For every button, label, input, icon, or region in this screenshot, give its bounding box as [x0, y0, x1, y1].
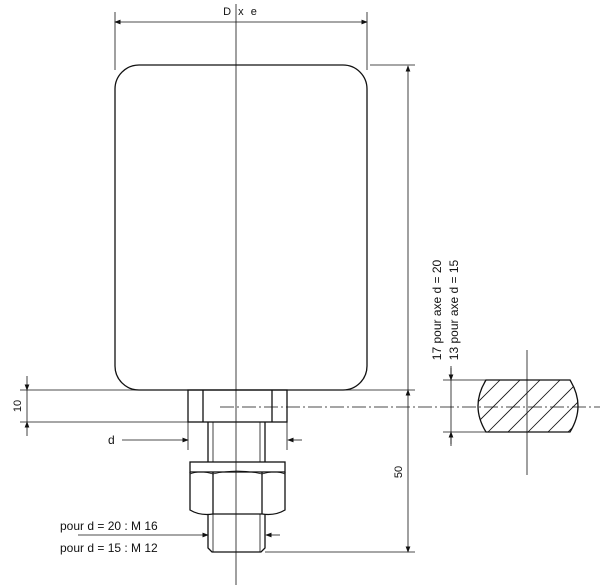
dimension-10: 10 — [12, 376, 30, 436]
thread-dimension: pour d = 20 : M 16 pour d = 15 : M 12 — [60, 519, 280, 555]
thread-label-15: pour d = 15 : M 12 — [60, 541, 158, 555]
dimension-d: d — [108, 422, 302, 450]
section-label-17: 17 pour axe d = 20 — [430, 259, 444, 360]
dimension-10-label: 10 — [12, 400, 24, 412]
dimension-50-label: 50 — [393, 466, 405, 478]
hex-nut — [189, 461, 286, 516]
shaft — [207, 422, 266, 462]
top-dimension-label: D x e — [223, 6, 259, 18]
roller-body — [114, 64, 368, 391]
dimension-d-label: d — [108, 433, 115, 447]
threaded-end — [207, 514, 266, 553]
top-dimension: D x e — [114, 6, 368, 70]
dimension-50: 50 — [265, 64, 415, 553]
thread-label-20: pour d = 20 : M 16 — [60, 519, 158, 533]
section-label-13: 13 pour axe d = 15 — [447, 259, 461, 360]
boss — [187, 389, 288, 423]
shaft-section-view: 17 pour axe d = 20 13 pour axe d = 15 — [430, 259, 579, 475]
